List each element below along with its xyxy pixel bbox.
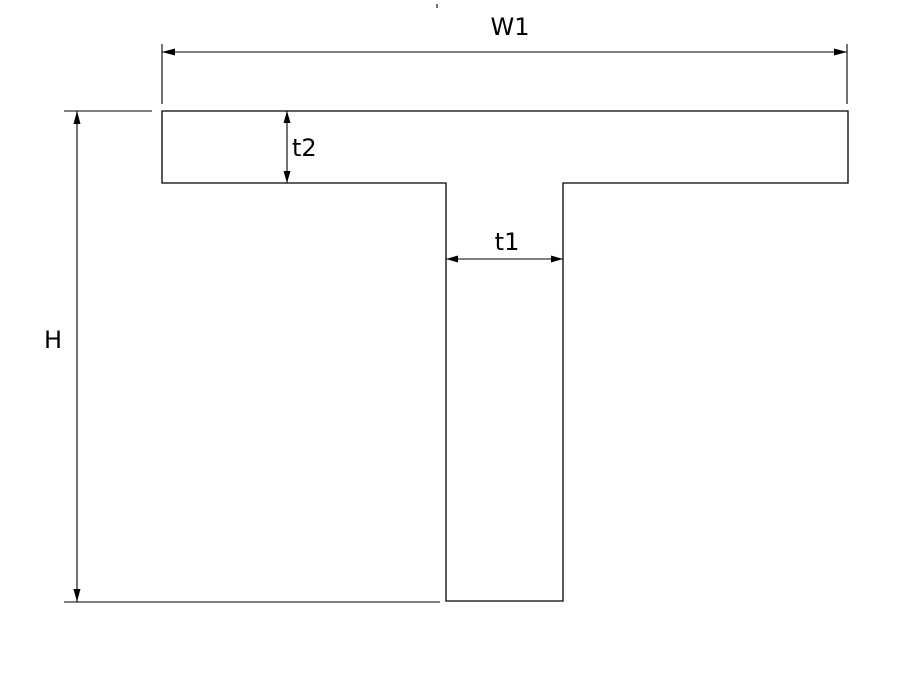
t2-arrowhead-bottom [283, 171, 291, 183]
t2-arrowhead-top [283, 111, 291, 123]
t-section-outline [161, 110, 849, 602]
t1-arrowhead-right [551, 255, 563, 263]
h-arrowhead-bottom [73, 589, 81, 602]
w1-arrowhead-right [834, 48, 847, 56]
h-label: H [44, 326, 62, 354]
t1-label: t1 [495, 228, 520, 256]
w1-label: W1 [491, 13, 530, 41]
t2-label: t2 [292, 134, 317, 162]
w1-arrowhead-left [162, 48, 175, 56]
h-arrowhead-top [73, 111, 81, 124]
t1-arrowhead-left [446, 255, 458, 263]
